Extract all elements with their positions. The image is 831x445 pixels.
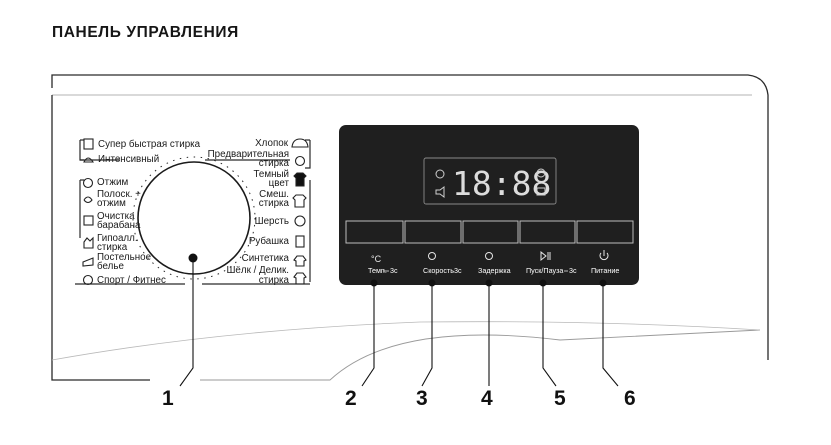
hold-label-start-pause: 3с	[569, 266, 577, 275]
button-label-start-pause: Пуск/Пауза	[526, 266, 563, 275]
prewash-icon	[294, 155, 306, 167]
cotton-icon	[291, 138, 309, 148]
callout-leaders	[179, 262, 619, 387]
program-label-sport: Спорт / Фитнес	[97, 275, 166, 286]
bedding-icon	[82, 257, 94, 267]
lcd-screen	[423, 157, 557, 205]
program-list-right: Хлопок Предварительная стирка Темный цве…	[208, 138, 290, 286]
button-label-speed: Скорость	[423, 266, 454, 275]
program-icons-right	[291, 138, 309, 285]
program-label-spin: Отжим	[97, 177, 128, 188]
button-icons: °C	[371, 250, 609, 264]
program-label-hypo-1: Гипоалл.	[97, 233, 138, 244]
display-digits: 18:88	[452, 164, 551, 203]
program-label-dark-2: цвет	[269, 178, 290, 189]
display-panel: 18:88 °C Темп. 3с Скорость 3с Задержка	[339, 125, 639, 287]
power-icon	[599, 250, 609, 261]
page-title: ПАНЕЛЬ УПРАВЛЕНИЯ	[52, 24, 239, 41]
program-label-silk-2: стирка	[259, 275, 290, 286]
program-label-shirt: Рубашка	[249, 236, 290, 247]
power-button[interactable]	[576, 220, 634, 244]
knob-indicator-dot	[188, 253, 198, 263]
wool-icon	[294, 215, 306, 227]
sport-icon	[82, 274, 94, 286]
program-label-rinse-1: Полоск. +	[97, 189, 141, 200]
program-label-synthetics: Синтетика	[242, 253, 290, 264]
program-label-silk-1: Шёлк / Делик.	[226, 265, 289, 276]
button-row	[345, 220, 634, 244]
program-label-cotton: Хлопок	[255, 138, 289, 149]
button-label-power: Питание	[591, 266, 619, 275]
intensive-icon	[83, 157, 94, 163]
temperature-icon: °C	[371, 254, 382, 264]
callout-2: 2	[345, 387, 357, 410]
program-label-dark-1: Темный	[253, 169, 289, 180]
program-label-mixed-1: Смеш.	[259, 189, 289, 200]
delay-icon	[485, 252, 493, 260]
callout-6: 6	[624, 387, 636, 410]
hypoallergenic-icon	[83, 236, 94, 249]
shirt-icon	[295, 235, 305, 248]
program-label-bedding-1: Постельное	[97, 252, 152, 263]
program-label-rinse-2: отжим	[97, 198, 126, 209]
play-pause-icon	[540, 250, 551, 262]
silk-icon	[293, 272, 307, 285]
program-label-prewash-2: стирка	[259, 158, 290, 169]
sound-off-icon	[435, 186, 445, 198]
hold-label-temp: 3с	[390, 266, 398, 275]
program-label-wool: Шерсть	[255, 216, 289, 227]
program-label-prewash-1: Предварительная	[208, 149, 289, 160]
program-knob[interactable]	[132, 156, 256, 280]
program-brackets	[75, 139, 311, 285]
dark-clothes-icon	[293, 172, 307, 187]
child-lock-icon	[536, 187, 546, 196]
program-label-mixed-2: стирка	[259, 198, 290, 209]
program-list-left: Супер быстрая стирка Интенсивный Отжим П…	[97, 139, 201, 286]
drum-clean-icon	[83, 215, 94, 226]
timer-icon	[435, 169, 445, 179]
program-label-hypo-2: стирка	[97, 242, 128, 253]
button-label-temp: Темп.	[368, 266, 387, 275]
program-label-intensive: Интенсивный	[98, 154, 159, 165]
callout-4: 4	[481, 387, 493, 410]
temp-button[interactable]	[345, 220, 404, 244]
speed-button[interactable]	[404, 220, 462, 244]
button-labels: Темп. 3с Скорость 3с Задержка Пуск/Пауза…	[368, 266, 619, 275]
callout-1: 1	[162, 387, 174, 410]
smile-icon	[536, 168, 546, 178]
hold-label-speed: 3с	[454, 266, 462, 275]
button-dots	[370, 279, 607, 287]
program-label-bedding-2: белье	[97, 261, 124, 272]
start-pause-button[interactable]	[519, 220, 576, 244]
machine-body	[51, 74, 769, 381]
rinse-icon	[83, 196, 93, 204]
button-label-delay: Задержка	[478, 266, 511, 275]
super-fast-icon	[83, 138, 94, 150]
speed-icon	[428, 252, 436, 260]
program-label-drum-clean-2: барабана	[97, 220, 141, 231]
program-icons-left	[82, 138, 94, 286]
delay-button[interactable]	[462, 220, 519, 244]
program-label-drum-clean-1: Очистка	[97, 211, 135, 222]
synthetics-icon	[293, 255, 307, 267]
mixed-icon	[292, 194, 307, 208]
callout-3: 3	[416, 387, 428, 410]
program-label-super-fast: Супер быстрая стирка	[98, 139, 201, 150]
spin-icon	[82, 177, 94, 189]
callout-numbers: 1 2 3 4 5 6	[162, 387, 636, 410]
callout-5: 5	[554, 387, 566, 410]
